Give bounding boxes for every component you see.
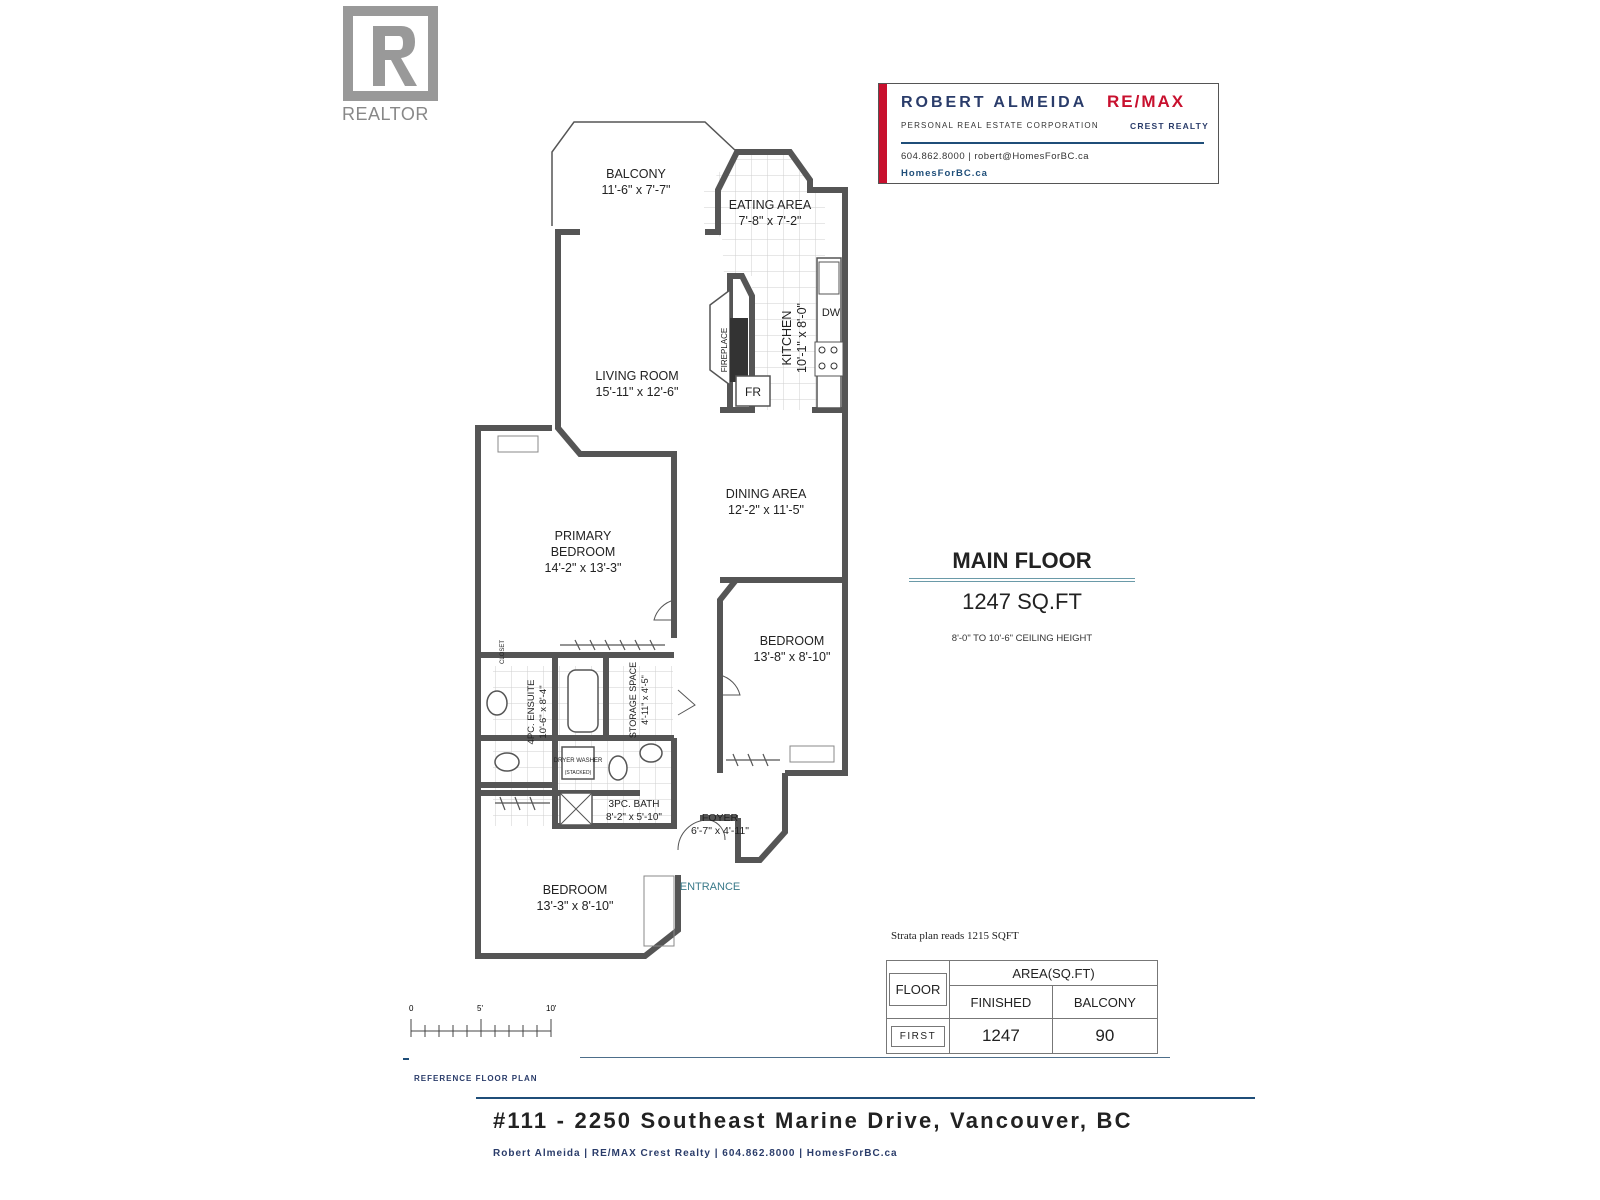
- closet-label: CLOSET: [500, 640, 506, 664]
- agent-name: ROBERT ALMEIDA: [901, 94, 1088, 111]
- scale-tick-5: 5': [477, 1004, 483, 1013]
- balcony-outline: [551, 121, 738, 226]
- room-dims-storage: 4'-11" x 4'-5": [640, 675, 650, 725]
- card-divider: [901, 142, 1204, 144]
- balcony-header: BALCONY: [1051, 985, 1159, 1019]
- room-name-storage: STORAGE SPACE: [628, 662, 638, 738]
- cooktop: [814, 341, 844, 377]
- fireplace-box: [730, 318, 748, 382]
- window: [643, 875, 675, 947]
- room-name-bath: 3PC. BATH: [609, 799, 660, 810]
- ceiling-height-note: 8'-0" TO 10'-6" CEILING HEIGHT: [951, 633, 1093, 644]
- entry-door-swing: [677, 819, 709, 851]
- agent-corporation: PERSONAL REAL ESTATE CORPORATION: [901, 121, 1099, 130]
- row-label-cell: FIRST: [886, 1018, 950, 1054]
- dryer-washer-label: DRYER WASHER: [554, 758, 603, 764]
- agent-contact: 604.862.8000 | robert@HomesForBC.ca: [901, 151, 1090, 162]
- room-dims-primary: 14'-2" x 13'-3": [545, 561, 622, 575]
- room-name-primary-line1: PRIMARY: [555, 529, 612, 543]
- room-name-ensuite: 4PC. ENSUITE: [526, 680, 537, 745]
- finished-header: FINISHED: [949, 985, 1053, 1019]
- footer-contact: Robert Almeida | RE/MAX Crest Realty | 6…: [493, 1148, 898, 1159]
- kitchen-tile-floor: [704, 152, 825, 410]
- stacked-washer-dryer: [561, 746, 595, 780]
- bath-sink: [639, 743, 663, 763]
- room-name-kitchen: KITCHEN: [780, 311, 794, 366]
- room-name-primary-line2: BEDROOM: [551, 545, 616, 559]
- bathtub: [567, 669, 599, 733]
- realtor-wordmark: REALTOR: [342, 104, 429, 124]
- brokerage-subtitle: CREST REALTY: [1130, 121, 1209, 131]
- exterior-walls: [475, 149, 848, 959]
- reference-floor-plan-label: REFERENCE FLOOR PLAN: [414, 1074, 538, 1083]
- floor-header-cell: FLOOR: [886, 960, 950, 1019]
- room-dims-bath: 8'-2" x 5'-10": [606, 812, 662, 823]
- room-dims-dining: 12'-2" x 11'-5": [728, 503, 804, 517]
- room-name-bedroom2: BEDROOM: [760, 634, 825, 648]
- room-name-bedroom3: BEDROOM: [543, 883, 608, 897]
- room-dims-bedroom2: 13'-8" x 8'-10": [754, 650, 831, 664]
- room-dims-bedroom3: 13'-3" x 8'-10": [537, 899, 614, 913]
- fridge-label: FR: [745, 385, 761, 399]
- dishwasher-label: DW: [822, 307, 841, 319]
- balcony-value: 90: [1051, 1018, 1159, 1054]
- bedroom-closet: [495, 796, 550, 811]
- floor-title-underline: [909, 578, 1135, 582]
- finished-value: 1247: [949, 1018, 1053, 1054]
- room-name-dining: DINING AREA: [726, 487, 807, 501]
- scale-bar: 0 5' 10': [409, 1004, 557, 1037]
- room-name-living: LIVING ROOM: [595, 369, 678, 383]
- room-name-balcony: BALCONY: [606, 167, 666, 181]
- stacked-label: (STACKED): [565, 770, 592, 776]
- brokerage-logo: RE/MAX: [1107, 92, 1186, 111]
- ensuite-toilet: [494, 752, 520, 772]
- room-dims-eating: 7'-8" x 7'-2": [739, 214, 802, 228]
- room-dims-balcony: 11'-6" x 7'-7": [601, 183, 670, 197]
- sink: [818, 261, 840, 295]
- room-name-eating: EATING AREA: [729, 198, 812, 212]
- ensuite-sink: [486, 690, 508, 716]
- window: [497, 435, 539, 453]
- door-swing: [653, 599, 675, 621]
- property-address: #111 - 2250 Southeast Marine Drive, Vanc…: [493, 1108, 1133, 1133]
- fridge: [735, 375, 771, 407]
- floor-header: FLOOR: [888, 973, 948, 1006]
- agent-card: ROBERT ALMEIDA PERSONAL REAL ESTATE CORP…: [878, 83, 1219, 184]
- room-name-foyer: FOYER: [702, 812, 739, 824]
- realtor-logo: [343, 6, 438, 124]
- agent-website: HomesForBC.ca: [901, 168, 988, 179]
- row-label: FIRST: [890, 1025, 946, 1047]
- bedroom2-closet: [726, 753, 780, 767]
- floor-title: MAIN FLOOR: [952, 548, 1092, 573]
- area-header: AREA(SQ.FT): [949, 960, 1158, 986]
- ref-line-left: [403, 1058, 409, 1060]
- floor-plan: BALCONY 11'-6" x 7'-7" EATING AREA 7'-8"…: [475, 121, 848, 959]
- door-swing: [719, 674, 741, 696]
- room-dims-kitchen: 10'-1" x 8'-0": [795, 303, 809, 373]
- room-dims-living: 15'-11" x 12'-6": [596, 385, 679, 399]
- bath-toilet: [608, 755, 628, 781]
- ref-line-right: [580, 1057, 1170, 1058]
- window: [789, 745, 835, 763]
- room-dims-ensuite: 10'-6" x 8'-4": [538, 685, 549, 738]
- scale-tick-0: 0: [409, 1004, 414, 1013]
- floor-sqft: 1247 SQ.FT: [962, 589, 1082, 614]
- scale-tick-10: 10': [546, 1004, 557, 1013]
- footer-divider: [476, 1097, 1255, 1099]
- card-accent-bar: [879, 84, 887, 183]
- primary-closet: [560, 639, 665, 651]
- door-swing: [709, 819, 726, 841]
- entrance-label: ENTRANCE: [680, 881, 741, 893]
- area-table: FLOOR AREA(SQ.FT) FINISHED BALCONY FIRST…: [886, 960, 1159, 1054]
- door-swing: [677, 689, 696, 716]
- fireplace-label: FIREPLACE: [720, 328, 729, 372]
- strata-note: Strata plan reads 1215 SQFT: [891, 930, 1019, 942]
- fireplace-hearth: [709, 288, 731, 387]
- room-dims-foyer: 6'-7" x 4'-11": [691, 825, 749, 837]
